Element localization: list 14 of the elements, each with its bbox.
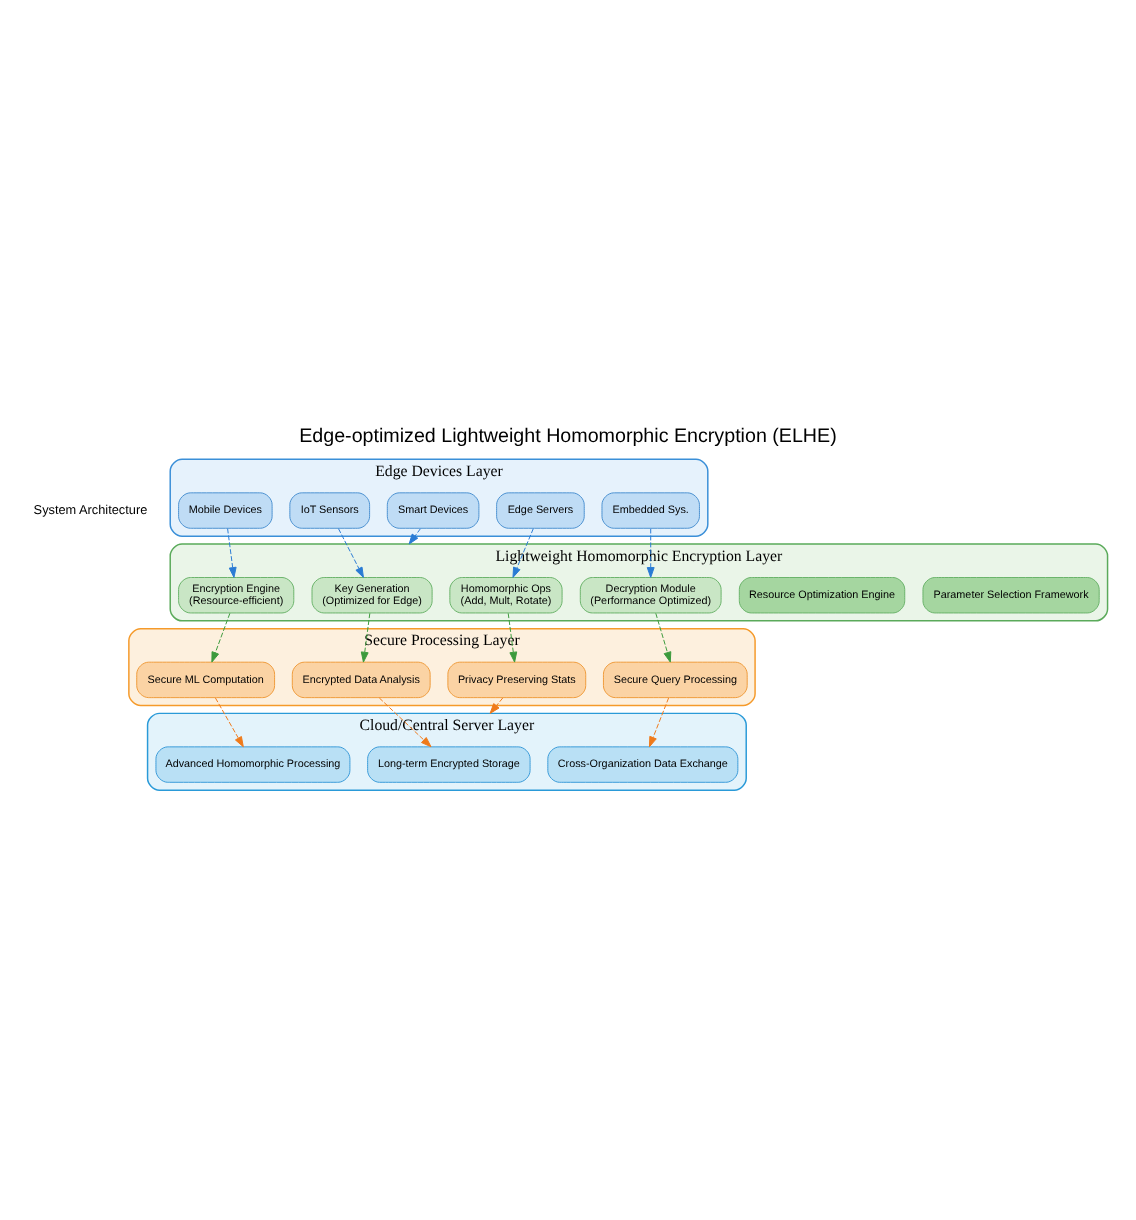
arrow <box>378 697 432 748</box>
arrow <box>646 528 655 578</box>
arrow <box>214 697 244 748</box>
arrow <box>655 612 672 663</box>
arrow <box>408 528 421 545</box>
diagram-title: Edge-optimized Lightweight Homomorphic Encryption (ELHE) <box>299 425 837 448</box>
arrow <box>338 528 364 578</box>
arrow <box>512 528 534 578</box>
arrow <box>227 528 237 578</box>
arrow <box>648 697 670 748</box>
arrow <box>211 612 231 663</box>
arrow <box>507 612 518 663</box>
arrow <box>360 612 371 663</box>
arrow <box>489 697 504 714</box>
